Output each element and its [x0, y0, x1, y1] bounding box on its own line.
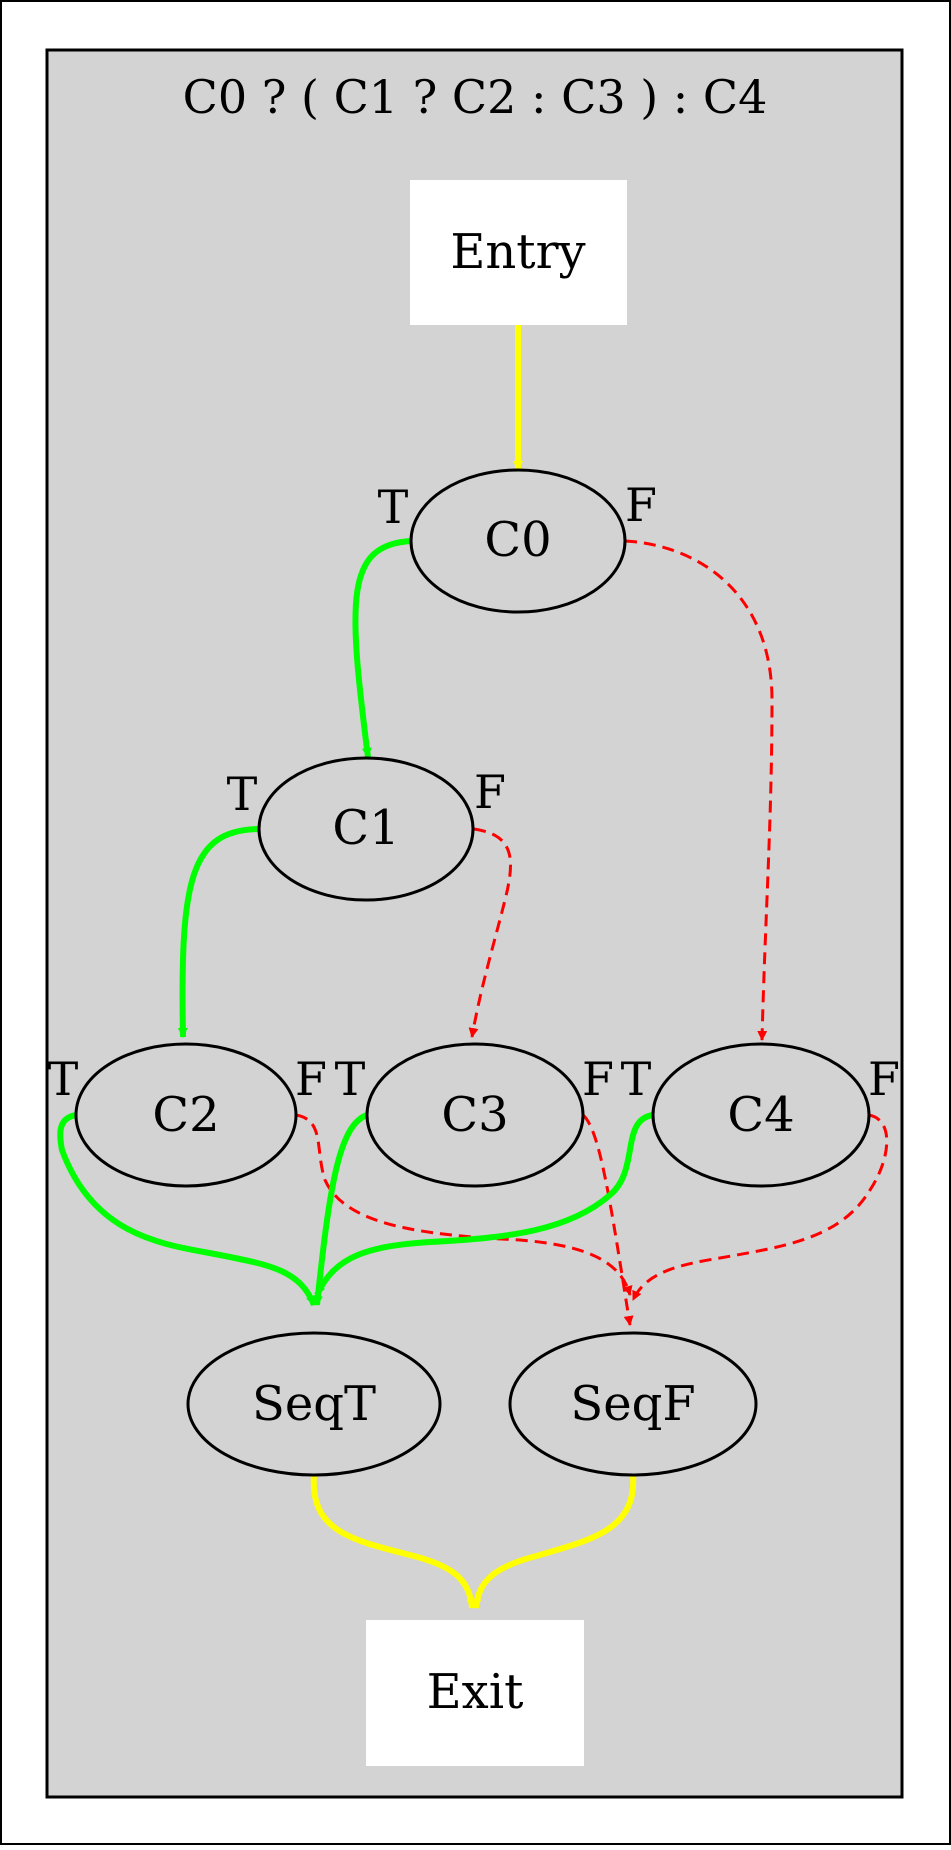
node-c3-label: C3: [441, 1087, 508, 1143]
node-c1-label: C1: [332, 800, 399, 856]
cluster-title: C0 ? ( C1 ? C2 : C3 ) : C4: [183, 70, 768, 124]
node-c2: [74, 1042, 298, 1188]
port-c2-false: F: [295, 1052, 327, 1106]
edge-c3-seqt-true: [312, 1112, 369, 1306]
node-c0-label: C0: [484, 512, 551, 568]
port-c3-false: F: [582, 1052, 614, 1106]
node-c0: [409, 468, 627, 614]
node-c1: [257, 756, 475, 902]
port-c0-false: F: [625, 478, 657, 532]
node-c4-label: C4: [727, 1087, 794, 1143]
port-c4-true: T: [621, 1052, 652, 1106]
edge-c0-c1-true: [352, 538, 412, 758]
node-seqf: [508, 1331, 758, 1477]
port-c4-false: F: [868, 1052, 900, 1106]
node-seqf-label: SeqF: [570, 1376, 695, 1432]
edge-c0-c4-false: [624, 539, 774, 1041]
port-c1-true: T: [227, 767, 258, 821]
edge-c1-c3-false: [468, 827, 512, 1038]
edge-c4-seqf-false: [631, 1113, 889, 1301]
edge-c2-seqf-false: [295, 1113, 633, 1296]
edge-seqf-exit: [471, 1474, 637, 1609]
edge-c1-c2-true: [177, 826, 260, 1038]
node-entry: [410, 180, 627, 325]
node-seqt-label: SeqT: [252, 1376, 376, 1432]
port-c1-false: F: [474, 765, 506, 819]
node-seqt: [186, 1331, 442, 1477]
edge-c2-seqt-true: [57, 1112, 317, 1307]
node-entry-label: Entry: [450, 224, 585, 280]
node-c4: [651, 1042, 871, 1188]
node-exit-label: Exit: [427, 1664, 524, 1720]
port-c3-true: T: [335, 1052, 366, 1106]
node-c2-label: C2: [152, 1087, 219, 1143]
edge-seqt-exit: [310, 1474, 477, 1609]
edge-c4-seqt-true: [314, 1112, 654, 1297]
edge-c3-seqf-false: [581, 1113, 634, 1326]
port-c2-true: T: [48, 1052, 79, 1106]
cluster-box: [45, 48, 904, 1799]
port-c0-true: T: [378, 480, 409, 534]
node-exit: [366, 1620, 584, 1766]
node-c3: [365, 1042, 585, 1188]
